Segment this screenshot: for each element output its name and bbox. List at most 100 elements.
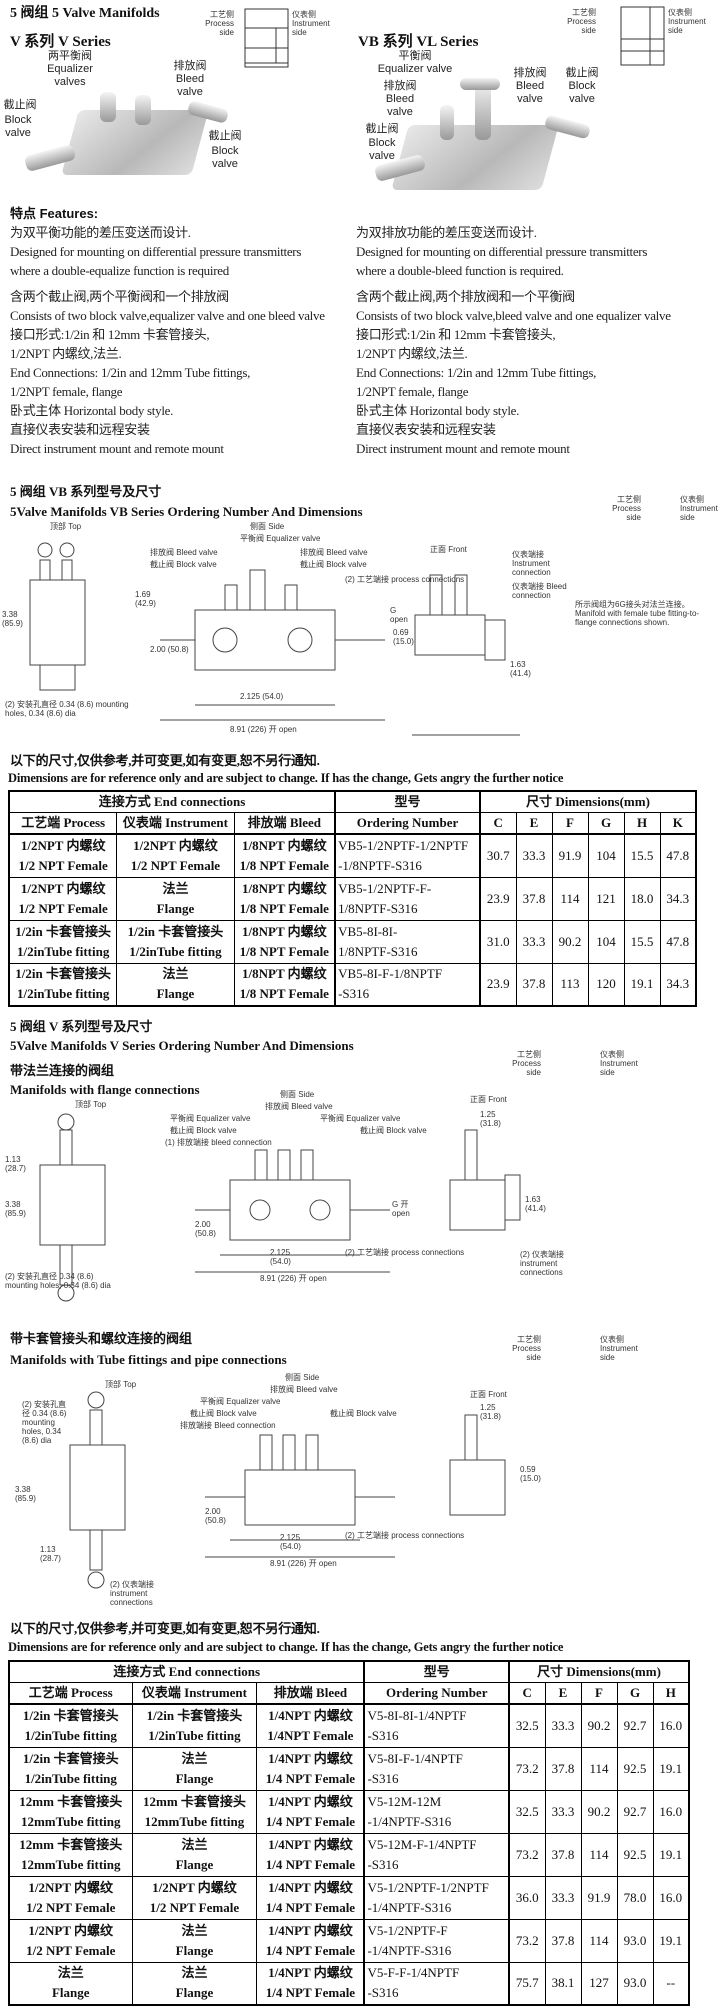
feature-line: Designed for mounting on differential pr…	[356, 244, 648, 259]
cell-dim: 73.2	[508, 1832, 546, 1877]
features-left: 为双平衡功能的差压变送而设计. Designed for mounting on …	[10, 225, 355, 460]
vb-label-bleed2-en: Bleed valve	[515, 80, 545, 105]
cell-dim: 92.5	[616, 1832, 654, 1877]
cell-dim: 91.9	[580, 1875, 618, 1920]
feature-line: Direct instrument mount and remote mount	[356, 441, 570, 456]
cell-dim: 47.8	[659, 833, 697, 878]
cell-ordering-number: VB5-1/2NPTF-F-1/8NPTF-S316	[334, 876, 481, 921]
cell-ordering-number: VB5-8I-F-1/8NPTF-S316	[334, 962, 481, 1007]
v-series-heading: V 系列 V Series	[10, 34, 111, 50]
header-model: 型号	[334, 790, 481, 813]
header-end-connections: 连接方式 End connections	[8, 1660, 365, 1683]
cell-dim: 92.5	[616, 1746, 654, 1791]
cell-dim: 33.3	[515, 919, 553, 964]
feature-line: 为双排放功能的差压变送而设计.	[356, 225, 537, 240]
cell-dim: 75.7	[508, 1961, 546, 2006]
flange-subtitle-en: Manifolds with flange connections	[10, 1082, 200, 1097]
label-bleed-en: Bleed valve	[175, 73, 205, 98]
cell-ordering-number: VB5-1/2NPTF-1/2NPTF-1/8NPTF-S316	[334, 833, 481, 878]
feature-line: where a double-bleed function is require…	[356, 263, 564, 278]
feature-line: Consists of two block valve,bleed valve …	[356, 308, 671, 323]
feature-line: 直接仪表安装和远程安装	[10, 422, 150, 437]
header-instrument: 仪表端 Instrument	[116, 812, 235, 835]
notice-en-2: Dimensions are for reference only and ar…	[8, 1640, 564, 1654]
header-dim-C: C	[508, 1682, 546, 1705]
vb-section-title-cn: 5 阀组 VB 系列型号及尺寸	[10, 484, 162, 499]
cell-dim: 90.2	[580, 1789, 618, 1834]
cell-dim: 34.3	[659, 962, 697, 1007]
feature-line: End Connections: 1/2in and 12mm Tube fit…	[356, 365, 597, 380]
cell-dim: 127	[580, 1961, 618, 2006]
cell-dim: 121	[587, 876, 625, 921]
vb-label-equalizer-cn: 平衡阀	[398, 50, 432, 62]
header-dim-E: E	[544, 1682, 582, 1705]
cell-dim: 36.0	[508, 1875, 546, 1920]
label-block2-cn: 截止阀	[208, 130, 242, 142]
label-equalizer-en: Equalizer valves	[47, 63, 93, 88]
v-tube-dimension-drawing: 顶部 Top (2) 安装孔直径 0.34 (8.6) mounting hol…	[15, 1335, 638, 1607]
header-dim-H: H	[652, 1682, 690, 1705]
header-end-connections: 连接方式 End connections	[8, 790, 336, 813]
cell-dim: 120	[587, 962, 625, 1007]
cell-dim: 16.0	[652, 1789, 690, 1834]
feature-line: where a double-equalize function is requ…	[10, 263, 229, 278]
features-right: 为双排放功能的差压变送而设计. Designed for mounting on …	[356, 225, 720, 460]
cell-dim: 34.3	[659, 876, 697, 921]
vb-label-block-cn: 截止阀	[365, 123, 399, 135]
v-section-title-en: 5Valve Manifolds V Series Ordering Numbe…	[10, 1038, 354, 1053]
header-dim-F: F	[551, 812, 589, 835]
features-heading: 特点 Features:	[10, 206, 99, 221]
cell-dim: 93.0	[616, 1961, 654, 2006]
cell-ordering-number: V5-8I-8I-1/4NPTF-S316	[363, 1703, 510, 1748]
label-equalizer-cn: 两平衡阀	[48, 50, 92, 62]
cell-dim: 32.5	[508, 1703, 546, 1748]
cell-dim: 114	[580, 1746, 618, 1791]
v-flange-dimension-drawing: 顶部 Top 侧面 Side 排放阀 Bleed valve 平衡阀 Equal…	[0, 1050, 720, 1315]
feature-line: 为双平衡功能的差压变送而设计.	[10, 225, 191, 240]
cell-dim: 33.3	[544, 1875, 582, 1920]
header-ordering-number: Ordering Number	[334, 812, 481, 835]
cell-dim: 47.8	[659, 919, 697, 964]
cell-dim: 37.8	[515, 962, 553, 1007]
cell-ordering-number: VB5-8I-8I-1/8NPTF-S316	[334, 919, 481, 964]
cell-ordering-number: V5-1/2NPTF-1/2NPTF-1/4NPTF-S316	[363, 1875, 510, 1920]
vb-label-bleed-cn: 排放阀	[383, 80, 417, 92]
header-dim-K: K	[659, 812, 697, 835]
cell-ordering-number: V5-8I-F-1/4NPTF-S316	[363, 1746, 510, 1791]
valve-schematic-vb	[620, 6, 665, 66]
cell-dim: 92.7	[616, 1703, 654, 1748]
flange-subtitle-cn: 带法兰连接的阀组	[10, 1063, 115, 1078]
vb-section-title-en: 5Valve Manifolds VB Series Ordering Numb…	[10, 504, 363, 519]
feature-line: 1/2NPT female, flange	[10, 384, 123, 399]
cell-dim: 78.0	[616, 1875, 654, 1920]
notice-cn: 以下的尺寸,仅供参考,并可变更,如有变更,恕不另行通知.	[10, 753, 320, 768]
header-bleed: 排放端 Bleed	[233, 812, 336, 835]
cell-dim: 37.8	[544, 1832, 582, 1877]
feature-line: Designed for mounting on differential pr…	[10, 244, 302, 259]
feature-line: Direct instrument mount and remote mount	[10, 441, 224, 456]
feature-line: 接口形式:1/2in 和 12mm 卡套管接头,	[356, 327, 556, 342]
cell-dim: 114	[580, 1918, 618, 1963]
feature-line: 1/2NPT female, flange	[356, 384, 469, 399]
